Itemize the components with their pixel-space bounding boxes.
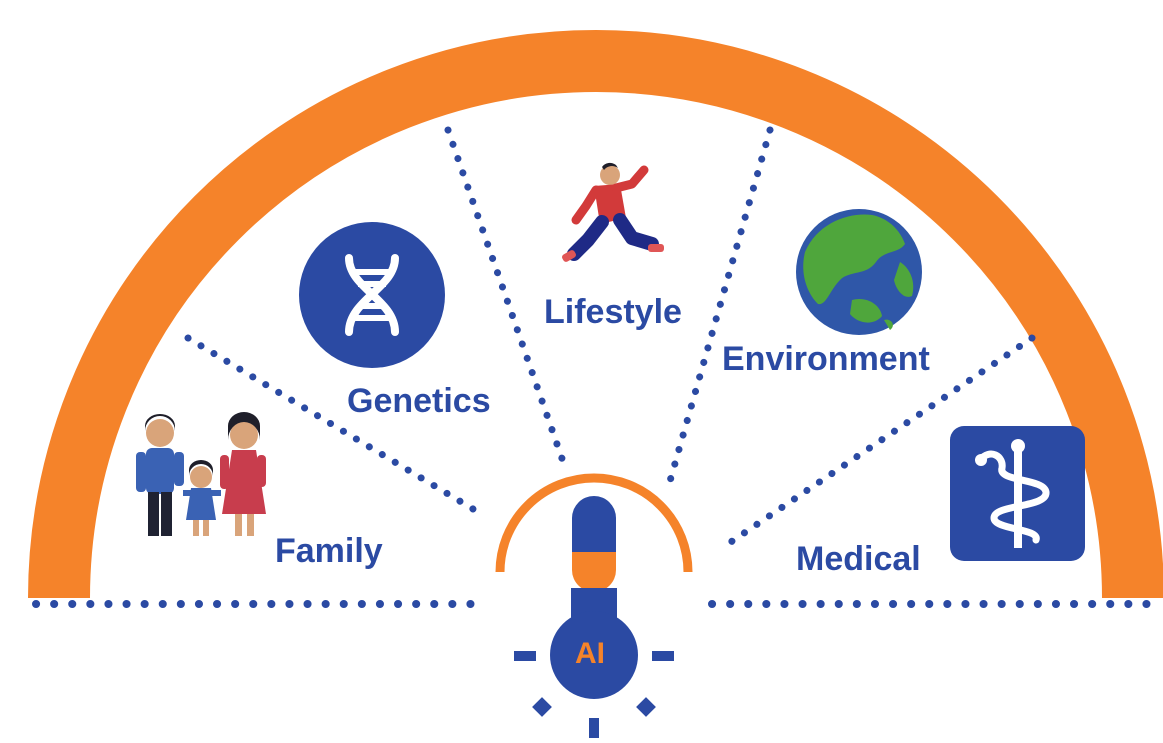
dna-icon — [299, 222, 445, 368]
lightbulb-icon — [514, 496, 674, 738]
family-icon — [136, 412, 266, 536]
inner-arc — [495, 473, 693, 573]
running-person-icon — [562, 162, 664, 262]
globe-icon — [796, 209, 922, 335]
ai-label: AI — [575, 637, 605, 670]
family-label: Family — [275, 532, 383, 570]
caduceus-icon — [950, 426, 1085, 561]
divider-environment-medical — [718, 334, 1036, 552]
divider-lifestyle-environment — [664, 126, 774, 492]
medical-label: Medical — [796, 540, 921, 578]
lifestyle-label: Lifestyle — [544, 293, 682, 331]
divider-family-genetics — [184, 334, 482, 516]
genetics-label: Genetics — [347, 382, 491, 420]
divider-genetics-lifestyle — [444, 126, 570, 474]
outer-arc — [28, 30, 1163, 599]
environment-label: Environment — [722, 340, 930, 378]
